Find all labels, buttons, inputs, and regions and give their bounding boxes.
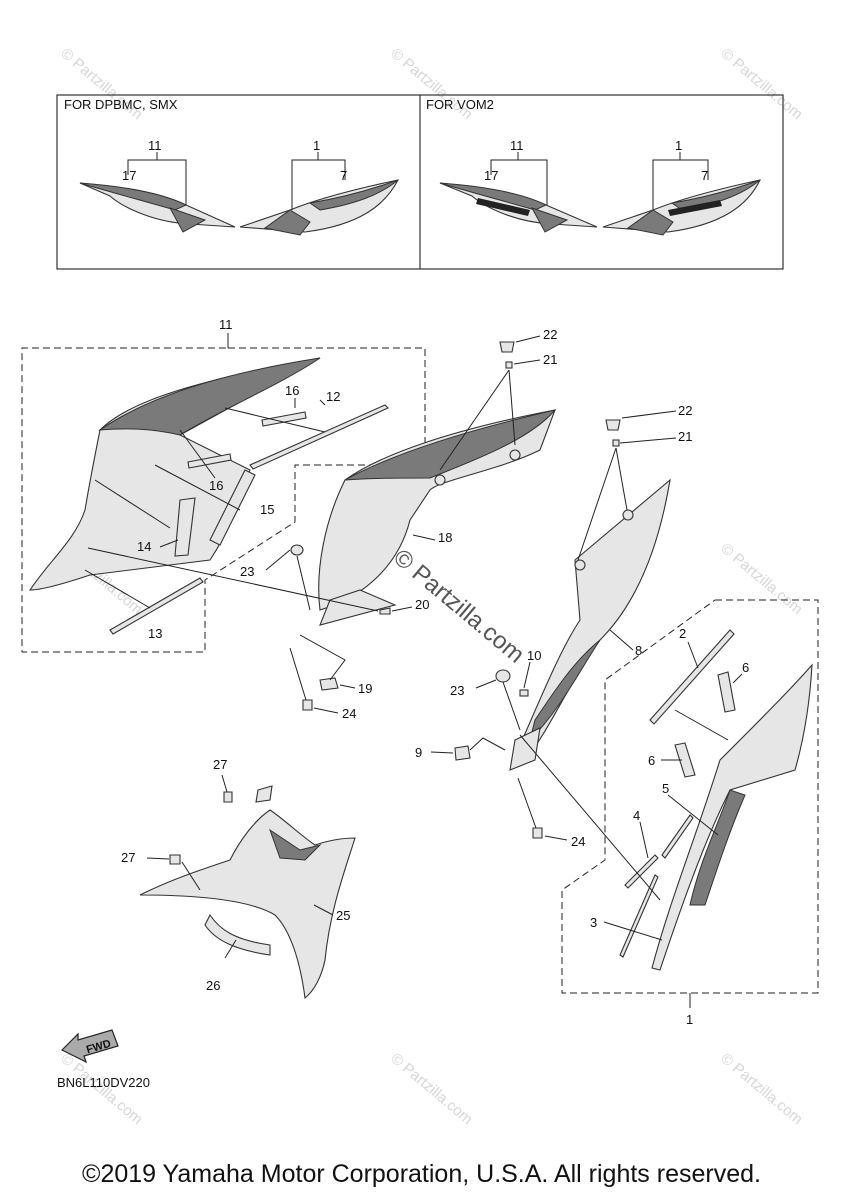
strip-14 (174, 497, 196, 557)
box-title-left: FOR DPBMC, SMX (64, 97, 178, 112)
callout-2: 2 (679, 626, 686, 641)
callout-14: 14 (137, 539, 151, 554)
watermark: © Partzilla.com (717, 540, 805, 618)
callout-7: 7 (340, 168, 347, 183)
callout-24-right: 24 (571, 834, 585, 849)
callout-1-vom2: 1 (675, 138, 682, 153)
mini-right-cover (239, 179, 400, 236)
callout-15: 15 (260, 502, 274, 517)
mini-left-cover-vom2 (439, 182, 598, 233)
callout-23-left: 23 (240, 564, 254, 579)
callout-12: 12 (326, 389, 340, 404)
inner-cover-18: 18 22 21 23 20 19 24 (87, 327, 557, 721)
mini-left-cover (79, 182, 236, 233)
strip-15 (209, 469, 256, 546)
callout-20: 20 (415, 597, 429, 612)
callout-25: 25 (336, 908, 350, 923)
callout-23-right: 23 (450, 683, 464, 698)
callout-27-left: 27 (121, 850, 135, 865)
callout-6-top: 6 (742, 660, 749, 675)
lower-cover-25: 25 26 27 27 (121, 757, 356, 1000)
callout-16-bottom: 16 (209, 478, 223, 493)
callout-17-vom2: 17 (484, 168, 498, 183)
callout-3: 3 (590, 915, 597, 930)
assembly-1: 1 2 6 6 5 4 3 (519, 599, 819, 1027)
strip-16a (261, 411, 307, 427)
callout-6-bottom: 6 (648, 753, 655, 768)
copyright-notice: ©2019 Yamaha Motor Corporation, U.S.A. A… (82, 1160, 761, 1188)
callout-7-vom2: 7 (701, 168, 708, 183)
callout-5: 5 (662, 781, 669, 796)
variant-boxes: FOR DPBMC, SMX FOR VOM2 11 17 1 7 (56, 94, 784, 270)
callout-21-right: 21 (678, 429, 692, 444)
callout-27-top: 27 (213, 757, 227, 772)
assembly-11: 11 16 12 16 15 14 13 (21, 317, 426, 653)
callout-1: 1 (313, 138, 320, 153)
box-title-right: FOR VOM2 (426, 97, 494, 112)
callout-22-top: 22 (543, 327, 557, 342)
callout-10: 10 (527, 648, 541, 663)
watermark: © Partzilla.com (717, 1050, 805, 1128)
callout-11: 11 (148, 138, 162, 153)
callout-16-top: 16 (285, 383, 299, 398)
callout-11-main: 11 (219, 317, 233, 332)
callout-24-left: 24 (342, 706, 356, 721)
watermark: © Partzilla.com (387, 1050, 475, 1128)
callout-17: 17 (122, 168, 136, 183)
mini-right-cover-vom2 (602, 179, 761, 236)
watermark: © Partzilla.com (717, 45, 805, 123)
diagram-code: BN6L110DV220 (57, 1075, 150, 1090)
callout-13: 13 (148, 626, 162, 641)
callout-1-main: 1 (686, 1012, 693, 1027)
callout-26: 26 (206, 978, 220, 993)
callout-21-top: 21 (543, 352, 557, 367)
callout-8: 8 (635, 643, 642, 658)
bracket-8: 8 22 21 23 10 9 24 (415, 403, 692, 849)
strip-12 (249, 404, 389, 470)
callout-4: 4 (633, 808, 640, 823)
callout-18: 18 (438, 530, 452, 545)
callout-11-vom2: 11 (510, 138, 524, 153)
center-watermark: © Partzilla.com (388, 544, 529, 669)
strip-13 (109, 577, 204, 635)
callout-19: 19 (358, 681, 372, 696)
callout-9: 9 (415, 745, 422, 760)
callout-22-right: 22 (678, 403, 692, 418)
side-cover-1 (651, 663, 813, 971)
strip-16b (187, 453, 232, 469)
